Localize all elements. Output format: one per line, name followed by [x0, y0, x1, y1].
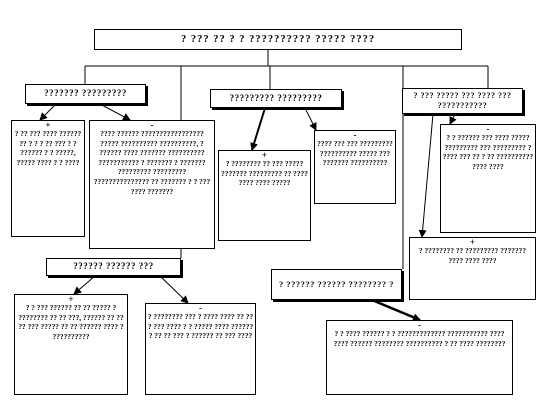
- branch-1-plus-box: + ? ?? ??? ???? ?????? ?? ? ? ? ?? ??? ?…: [11, 120, 85, 237]
- arrow-b3-minus: [449, 113, 457, 125]
- minus-sign: -: [486, 124, 490, 134]
- sub-right-label-box: ? ?????? ?????? ???????? ?: [271, 269, 402, 300]
- plus-sign: +: [68, 294, 74, 304]
- branch-1-label-box: ??????? ?????????: [25, 84, 146, 104]
- branch-3-label-box: ? ??? ????? ??? ???? ??? ???????????: [402, 88, 523, 114]
- branch-1-minus-text: ???? ?????? ????????????????? ????? ????…: [93, 129, 211, 196]
- plus-sign: +: [45, 120, 51, 130]
- branch-2-minus-text: ???? ??? ??? ????????? ?????????? ????? …: [317, 139, 393, 168]
- branch-2-plus-text: ? ???????? ?? ??? ????? ??????? ????????…: [221, 159, 308, 188]
- minus-sign: -: [418, 320, 421, 330]
- sub-right-minus-box: - ? ? ???? ?????? ? ? ????????????? ????…: [326, 320, 513, 395]
- minus-sign: -: [199, 303, 202, 313]
- branch-2-plus-box: + ? ???????? ?? ??? ????? ??????? ??????…: [218, 150, 311, 241]
- branch-1-label: ??????? ?????????: [44, 88, 127, 99]
- branch-1-plus-text: ? ?? ??? ???? ?????? ?? ? ? ? ?? ??? ? ?…: [14, 129, 82, 167]
- branch-3-label: ? ??? ????? ??? ???? ??? ???????????: [413, 91, 512, 110]
- branch-3-minus-box: - ? ? ?????? ??? ???? ????? ????????? ??…: [440, 124, 536, 233]
- minus-sign: -: [150, 120, 154, 130]
- plus-sign: +: [261, 150, 268, 160]
- branch-2-minus-box: - ???? ??? ??? ????????? ?????????? ????…: [314, 130, 396, 204]
- diagram-title-box: ? ??? ?? ? ? ?????????? ????? ????: [94, 29, 462, 50]
- arrow-b2-plus: [250, 107, 266, 151]
- plus-sign: +: [469, 237, 476, 247]
- arrow-b2-minus: [304, 107, 317, 131]
- sub-left-plus-box: + ? ? ??? ?????? ?? ?? ????? ? ???????? …: [14, 294, 128, 395]
- branch-2-label: ????????? ?????????: [229, 92, 323, 103]
- sub-left-minus-text: ? ???????? ??? ? ???? ???? ?? ?? ? ??? ?…: [147, 312, 254, 341]
- sub-right-label: ? ?????? ?????? ???????? ?: [279, 279, 394, 289]
- sub-left-minus-box: - ? ???????? ??? ? ???? ???? ?? ?? ? ???…: [145, 303, 256, 395]
- arrow-sub-left-minus: [159, 275, 189, 304]
- sub-left-label-box: ?????? ?????? ???: [46, 258, 181, 276]
- branch-3-minus-text: ? ? ?????? ??? ???? ????? ????????? ??? …: [442, 133, 534, 171]
- sub-right-minus-text: ? ? ???? ?????? ? ? ????????????? ??????…: [333, 329, 506, 348]
- branch-3-plus-text: ? ???????? ?? ????????? ??????? ???? ???…: [418, 246, 527, 265]
- arrow-sub-left-plus: [73, 275, 96, 295]
- sub-left-plus-text: ? ? ??? ?????? ?? ?? ????? ? ???????? ??…: [18, 303, 124, 341]
- arrow-b1-minus: [99, 103, 131, 121]
- branch-1-minus-box: - ???? ?????? ????????????????? ????? ??…: [89, 120, 215, 249]
- arrow-b3-plus: [418, 113, 434, 238]
- diagram-title: ? ??? ?? ? ? ?????????? ????? ????: [180, 33, 376, 45]
- branch-2-label-box: ????????? ?????????: [210, 89, 342, 108]
- arrow-b1-plus: [39, 103, 57, 121]
- branch-3-plus-box: + ? ???????? ?? ????????? ??????? ???? ?…: [409, 237, 536, 300]
- sub-left-label: ?????? ?????? ???: [73, 261, 154, 272]
- minus-sign: -: [353, 130, 357, 140]
- arrow-sub-right-minus: [371, 298, 421, 322]
